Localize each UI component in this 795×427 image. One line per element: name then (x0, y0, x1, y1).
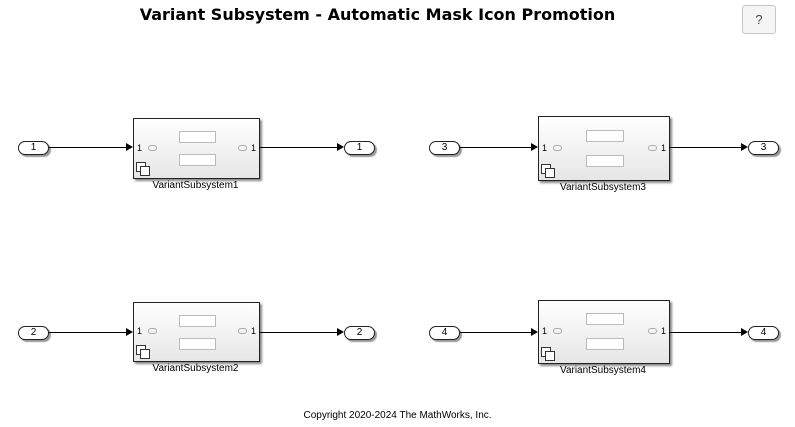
inport-icon (148, 328, 157, 334)
variant-icon (136, 162, 150, 176)
arrow-icon (741, 328, 748, 336)
outport-icon (238, 328, 247, 334)
arrow-icon (126, 328, 133, 336)
variant-choice-icon (585, 313, 625, 326)
inport-icon (553, 144, 562, 151)
output-pin-label: 1 (250, 142, 256, 153)
variant-icon (541, 164, 555, 178)
copyright-text: Copyright 2020-2024 The MathWorks, Inc. (303, 410, 492, 421)
variant-subsystem-block[interactable]: 1 1 (538, 116, 670, 181)
variant-choice-icon (585, 338, 625, 351)
outport-icon (648, 328, 657, 334)
arrow-icon (531, 328, 538, 336)
variant-icon (541, 347, 555, 361)
variant-subsystem-block[interactable]: 1 1 (133, 118, 260, 179)
input-pin-label: 1 (542, 326, 548, 336)
signal-line[interactable] (460, 332, 531, 333)
help-button[interactable]: ? (742, 5, 776, 34)
output-pin-label: 1 (660, 326, 666, 336)
variant-choice-icon (585, 154, 625, 167)
outport[interactable]: 4 (748, 326, 779, 340)
input-pin-label: 1 (137, 326, 143, 336)
arrow-icon (741, 143, 748, 151)
block-name[interactable]: VariantSubsystem3 (560, 182, 646, 193)
variant-choice-icon (179, 130, 216, 143)
model-title: Variant Subsystem - Automatic Mask Icon … (139, 5, 616, 24)
inport-icon (553, 328, 562, 334)
arrow-icon (126, 143, 133, 151)
inport-icon (148, 144, 157, 151)
variant-choice-icon (179, 154, 216, 167)
variant-choice-icon (179, 337, 216, 350)
output-pin-label: 1 (250, 326, 256, 336)
input-pin-label: 1 (542, 142, 548, 153)
signal-line[interactable] (460, 147, 531, 148)
signal-line[interactable] (669, 147, 741, 148)
outport[interactable]: 2 (344, 326, 375, 340)
variant-choice-icon (179, 314, 216, 327)
signal-line[interactable] (49, 147, 126, 148)
signal-line[interactable] (49, 332, 126, 333)
block-name[interactable]: VariantSubsystem4 (560, 365, 646, 376)
outport[interactable]: 1 (344, 141, 375, 155)
outport-icon (648, 144, 657, 151)
block-name[interactable]: VariantSubsystem2 (152, 363, 239, 374)
variant-choice-icon (585, 129, 625, 142)
outport-icon (238, 144, 247, 151)
arrow-icon (337, 143, 344, 151)
block-name[interactable]: VariantSubsystem1 (152, 180, 239, 191)
variant-subsystem-block[interactable]: 1 1 (538, 300, 670, 364)
inport[interactable]: 1 (18, 141, 49, 155)
output-pin-label: 1 (660, 142, 666, 153)
signal-line[interactable] (259, 147, 337, 148)
inport[interactable]: 3 (429, 141, 460, 155)
input-pin-label: 1 (137, 142, 143, 153)
arrow-icon (337, 328, 344, 336)
variant-icon (136, 345, 150, 359)
inport[interactable]: 2 (18, 326, 49, 340)
signal-line[interactable] (669, 332, 741, 333)
variant-subsystem-block[interactable]: 1 1 (133, 302, 260, 362)
arrow-icon (531, 143, 538, 151)
inport[interactable]: 4 (429, 326, 460, 340)
signal-line[interactable] (259, 332, 337, 333)
outport[interactable]: 3 (748, 141, 779, 155)
